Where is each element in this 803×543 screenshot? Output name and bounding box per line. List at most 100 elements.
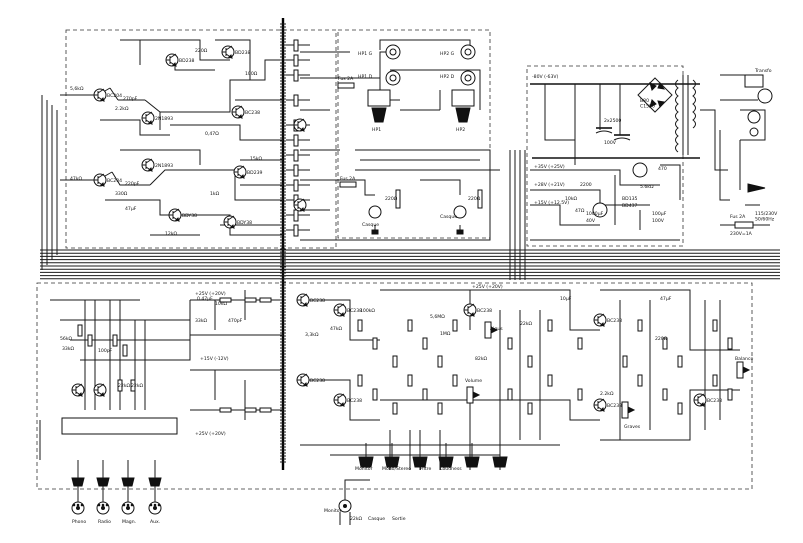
potentiometer-3 — [466, 386, 481, 404]
preamp-boundary — [36, 282, 753, 490]
preamp-resistor-7 — [507, 337, 513, 350]
input-resistor-0 — [77, 324, 83, 337]
preamp-value-label: 2.2kΩ — [600, 391, 614, 397]
preamp-transistor-6: BC238 — [593, 398, 622, 412]
bus-resistor-8 — [293, 179, 299, 192]
input-label-3: Aux. — [150, 519, 160, 525]
output-value-label: 5,6kΩ — [70, 86, 84, 92]
preamp-resistor-12 — [637, 319, 643, 332]
preamp-resistor-b-7 — [507, 388, 513, 401]
preamp-value-label: 0,47µF — [197, 296, 213, 302]
preamp-value-label: 10µF — [560, 296, 572, 302]
headphone-jack-right — [453, 205, 467, 219]
output-transistor-2-label: 2N1893 — [155, 116, 173, 122]
psu-res-4: 5.6kΩ — [640, 184, 654, 190]
output-transistor-5: BD238 — [221, 45, 251, 59]
power-supply — [530, 74, 773, 241]
speaker-section — [300, 39, 500, 241]
input-res-2: 100pF — [98, 348, 113, 354]
reg-label-1: BD437 — [622, 203, 638, 209]
speaker-jack-1 — [385, 70, 401, 86]
preamp-value-label: 22kΩ — [520, 321, 533, 327]
rail-mid-label: +15V (-12V) — [200, 356, 229, 362]
preamp-transistor-3-label: BC238 — [347, 398, 362, 404]
input-jack-3 — [148, 460, 162, 515]
preamp-resistor-b-9 — [547, 374, 553, 387]
bus-ticks — [280, 23, 286, 463]
preamp-transistor-5-label: BC238 — [607, 318, 622, 324]
rail-resistor-1 — [244, 297, 257, 303]
func-label-1: Mono/Stereo — [382, 466, 411, 472]
output-transistor-4: BD238 — [165, 53, 195, 67]
function-switches — [338, 443, 508, 525]
input-label-0: Phono — [72, 519, 86, 525]
output-value-label: 100Ω — [245, 71, 258, 77]
function-switch-4 — [464, 443, 480, 468]
output-transistor-2: 2N1893 — [141, 111, 173, 125]
cap-label-0: 2x2500 — [604, 118, 621, 124]
preamp-value-label: 82kΩ — [475, 356, 488, 362]
fuse-a-label: Fus 2A — [338, 76, 354, 82]
speaker-jack-3 — [460, 70, 476, 86]
bus-resistor-5 — [293, 134, 299, 147]
headphone-jack-left — [368, 205, 382, 219]
bridge-rectifier — [637, 77, 673, 113]
input-res-3: 22kΩ — [118, 383, 131, 389]
bottom-label-1: 22kΩ — [350, 516, 363, 522]
preamp-resistor-8 — [527, 355, 533, 368]
rail-bot-label: +25V (+20V) — [195, 431, 226, 437]
preamp-resistor-b-6 — [452, 374, 458, 387]
preamp-value-label: 470pF — [228, 318, 243, 324]
reg-label-0: BD135 — [622, 196, 638, 202]
mains-transformer — [675, 75, 696, 155]
speaker-jack-2 — [460, 44, 476, 60]
preamp-transistor-2-label: BC238 — [310, 378, 325, 384]
headphone-res-0: 220Ω — [385, 196, 398, 202]
preamp-resistor-15 — [712, 319, 718, 332]
regulator-transistor-2 — [592, 202, 608, 218]
rail-resistor-b-2 — [259, 407, 272, 413]
preamp-value-label: 100kΩ — [360, 308, 375, 314]
preamp-resistor-b-10 — [577, 388, 583, 401]
output-transistor-3-label: 2N1893 — [155, 163, 173, 169]
preamp-resistor-0 — [357, 319, 363, 332]
preamp-resistor-5 — [437, 355, 443, 368]
rail-label-0: -80V (-63V) — [532, 74, 559, 80]
output-value-label: 330Ω — [115, 191, 128, 197]
preamp-resistor-13 — [662, 337, 668, 350]
mains-fuse — [734, 221, 754, 229]
func-label-2: Filtre — [420, 466, 431, 472]
cap-label-2: 1000µF — [586, 211, 604, 217]
speaker-label-3: HP2 D — [440, 74, 455, 80]
tone-label-3: Volume — [465, 378, 482, 384]
regulator-transistor — [632, 162, 648, 178]
rail-resistor-b-0 — [219, 407, 232, 413]
input-jack-1 — [96, 460, 110, 515]
output-resistor-column — [286, 39, 310, 237]
preamp-resistor-14 — [677, 355, 683, 368]
output-value-label: 12kΩ — [165, 231, 178, 237]
fuse-b-label: Fus 2A — [340, 176, 356, 182]
rail-resistor-0 — [219, 297, 232, 303]
headphone-res-1: 220Ω — [468, 196, 481, 202]
preamp-resistor-9 — [547, 319, 553, 332]
output-value-label: 15kΩ — [250, 156, 263, 162]
module-boundaries — [36, 29, 753, 490]
filter-caps — [595, 127, 631, 141]
speaker-label-1: HP1 D — [358, 74, 373, 80]
preamp-value-label: 1MΩ — [440, 331, 451, 337]
speaker-boundary — [337, 29, 491, 239]
output-transistor-1-label: BC204 — [107, 178, 122, 184]
output-transistor-8-label: BDY38 — [182, 213, 197, 219]
input-jack-phono-top — [71, 383, 85, 397]
function-switch-0 — [358, 443, 374, 468]
mains-input — [719, 74, 773, 229]
func-label-3: Loudness — [440, 466, 462, 472]
driver-transistor-bot — [293, 198, 307, 212]
rail-resistor-b-1 — [244, 407, 257, 413]
tone-label-rail: +25V (+20V) — [472, 284, 503, 290]
output-transistor-0-label: BC204 — [107, 93, 122, 99]
bus-resistor-3 — [293, 94, 299, 107]
headphone-label-0: Casque — [362, 222, 379, 228]
